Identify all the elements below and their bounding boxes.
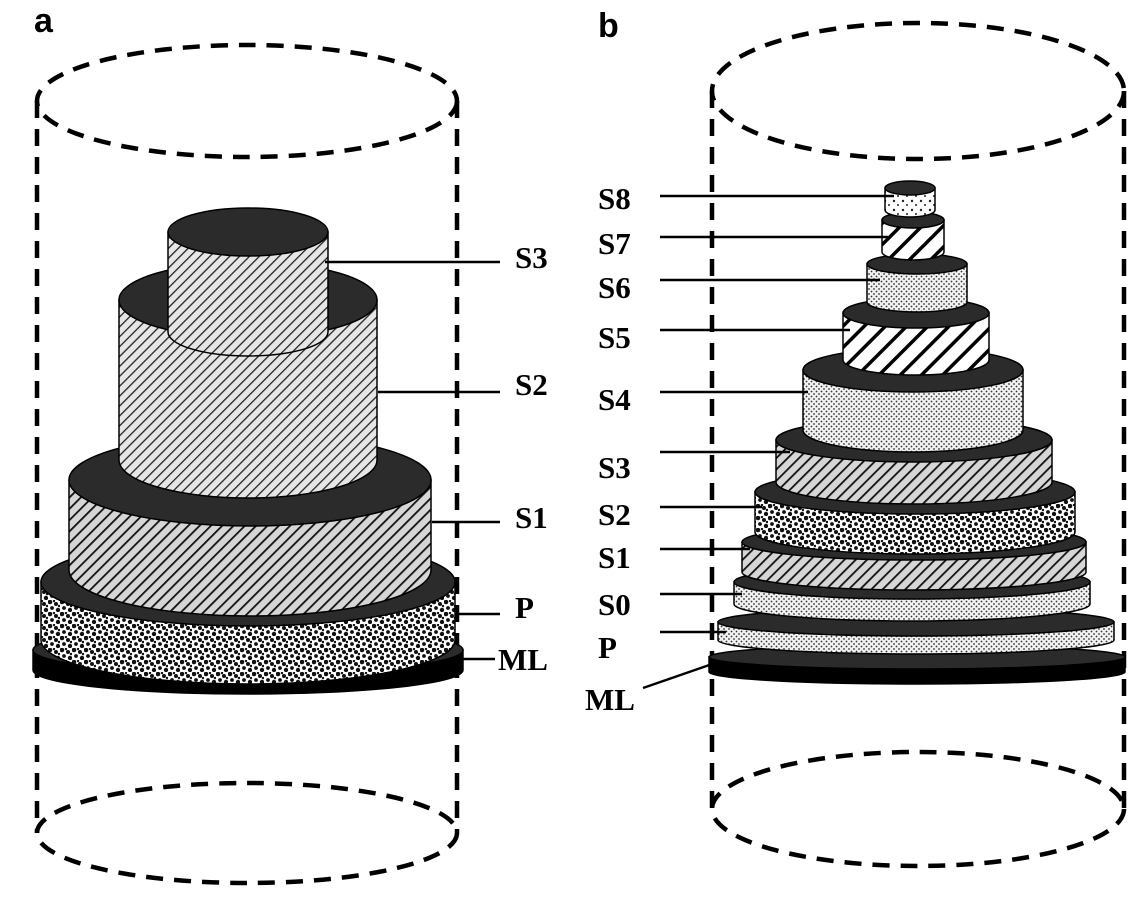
panel-b-label-ml-leader: [642, 660, 719, 690]
panel-b-layer-s6: [866, 253, 968, 313]
panel-b-label-s3: S3: [598, 450, 631, 485]
panel-a-layer-s3-side: [167, 231, 329, 357]
panel-b-label-s5: S5: [598, 320, 631, 355]
panel-b-layer-s8: [884, 180, 936, 218]
panel-b-label-s1: S1: [598, 540, 631, 575]
cylinder-top-outline: [34, 42, 460, 160]
panel-a-layer-s3: [167, 207, 329, 357]
panel-a-label-ml: ML: [498, 642, 548, 677]
cylinder-top-outline: [709, 20, 1127, 162]
panel-b-layer-s7: [881, 211, 945, 261]
panel-b-label-p: P: [598, 630, 617, 665]
panel-b-layer-s6-side: [866, 263, 968, 313]
panel-b-layer-s8-top-face: [884, 180, 936, 196]
panel-b-label-s7: S7: [598, 226, 631, 261]
panel-b-label-s4: S4: [598, 382, 631, 417]
panel-b-label-ml: ML: [585, 682, 635, 717]
panel-b-label-s6: S6: [598, 270, 631, 305]
panel-b-layer-s5: [842, 297, 990, 376]
panel-a-layer-s3-top-face: [167, 207, 329, 257]
panel-a-label-s1: S1: [515, 500, 548, 535]
panel-b-letter: b: [598, 7, 619, 45]
panel-b-layer-s5-side: [842, 312, 990, 376]
panel-b-layer-s8-side: [884, 187, 936, 218]
panel-b-layer-s7-side: [881, 219, 945, 261]
panel-a-label-p: P: [515, 590, 534, 625]
panel-b-layer-s4-side: [802, 369, 1024, 453]
panel-a-letter: a: [34, 2, 54, 40]
panel-a-layer-s2-side: [118, 299, 378, 499]
panel-a-label-s2: S2: [515, 367, 548, 402]
cylinder-bottom-outline: [709, 749, 1127, 869]
panel-b-label-s2: S2: [598, 497, 631, 532]
panel-b-label-s8: S8: [598, 181, 631, 216]
cylinder-bottom-outline: [34, 780, 460, 886]
panel-b-label-s0: S0: [598, 587, 631, 622]
panel-a-label-s3: S3: [515, 240, 548, 275]
